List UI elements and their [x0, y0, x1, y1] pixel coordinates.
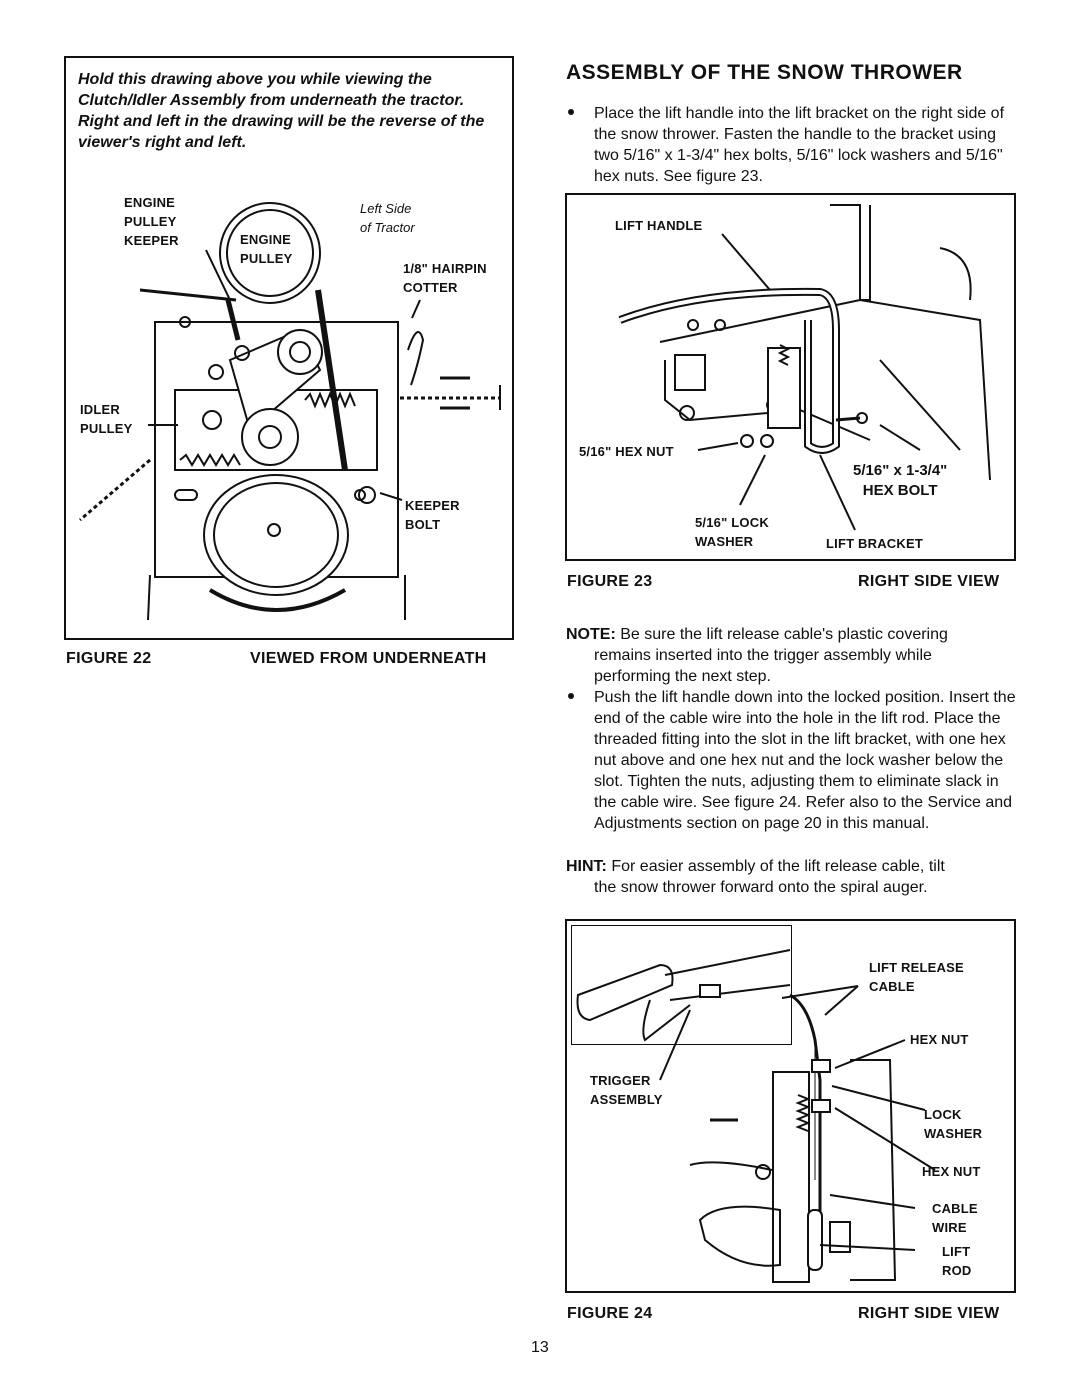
figure-24-caption-title: RIGHT SIDE VIEW: [858, 1305, 1000, 1322]
lift-release-cable-label: LIFT RELEASE CABLE: [869, 960, 964, 994]
hex-nut-bottom-label: HEX NUT: [922, 1164, 981, 1179]
hint-text-1: For easier assembly of the lift release …: [611, 858, 945, 875]
bullet-2-text: Push the lift handle down into the locke…: [594, 689, 1016, 832]
note-paragraph: NOTE: Be sure the lift release cable's p…: [566, 624, 1026, 687]
hint-label: HINT:: [566, 858, 607, 875]
hex-nut-top-label: HEX NUT: [910, 1032, 969, 1047]
lift-bracket-label: LIFT BRACKET: [826, 536, 923, 551]
figure-23-caption-title: RIGHT SIDE VIEW: [858, 573, 1000, 590]
lock-washer-24-label: LOCK WASHER: [924, 1107, 983, 1141]
left-side-of-tractor-label: Left Side of Tractor: [360, 201, 415, 235]
engine-pulley-label: ENGINE PULLEY: [240, 232, 293, 266]
bullet-1-text: Place the lift handle into the lift brac…: [594, 105, 1005, 185]
figure-23-caption-number: FIGURE 23: [567, 573, 653, 590]
engine-pulley-keeper-label: ENGINE PULLEY KEEPER: [124, 195, 179, 248]
lift-rod-label: LIFT ROD: [942, 1244, 972, 1278]
note-text-1: Be sure the lift release cable's plastic…: [620, 626, 948, 643]
idler-pulley-label: IDLER PULLEY: [80, 402, 133, 436]
note-text-2: remains inserted into the trigger assemb…: [594, 647, 932, 664]
figure-22-instruction: Hold this drawing above you while viewin…: [78, 71, 485, 151]
figure-23-frame: [565, 193, 1016, 561]
hint-text-2: the snow thrower forward onto the spiral…: [594, 879, 928, 896]
lock-washer-label: 5/16" LOCK WASHER: [695, 515, 769, 549]
lift-handle-label: LIFT HANDLE: [615, 218, 703, 233]
note-label: NOTE:: [566, 626, 616, 643]
figure-24-inset: [571, 925, 792, 1045]
figure-22-caption-number: FIGURE 22: [66, 650, 152, 667]
section-title: ASSEMBLY OF THE SNOW THROWER: [566, 61, 963, 84]
bullet-2: [568, 693, 574, 699]
hairpin-cotter-label: 1/8" HAIRPIN COTTER: [403, 261, 487, 295]
cable-wire-label: CABLE WIRE: [932, 1201, 978, 1235]
hint-paragraph: HINT: For easier assembly of the lift re…: [566, 856, 1026, 898]
keeper-bolt-label: KEEPER BOLT: [405, 498, 460, 532]
hex-nut-label: 5/16" HEX NUT: [579, 444, 674, 459]
page-number: 13: [531, 1339, 549, 1356]
note-text-3: performing the next step.: [594, 668, 771, 685]
trigger-assembly-label: TRIGGER ASSEMBLY: [590, 1073, 663, 1107]
hex-bolt-label: 5/16" x 1-3/4" HEX BOLT: [853, 462, 948, 499]
bullet-1: [568, 109, 574, 115]
figure-22-caption-title: VIEWED FROM UNDERNEATH: [250, 650, 487, 667]
figure-24-caption-number: FIGURE 24: [567, 1305, 653, 1322]
